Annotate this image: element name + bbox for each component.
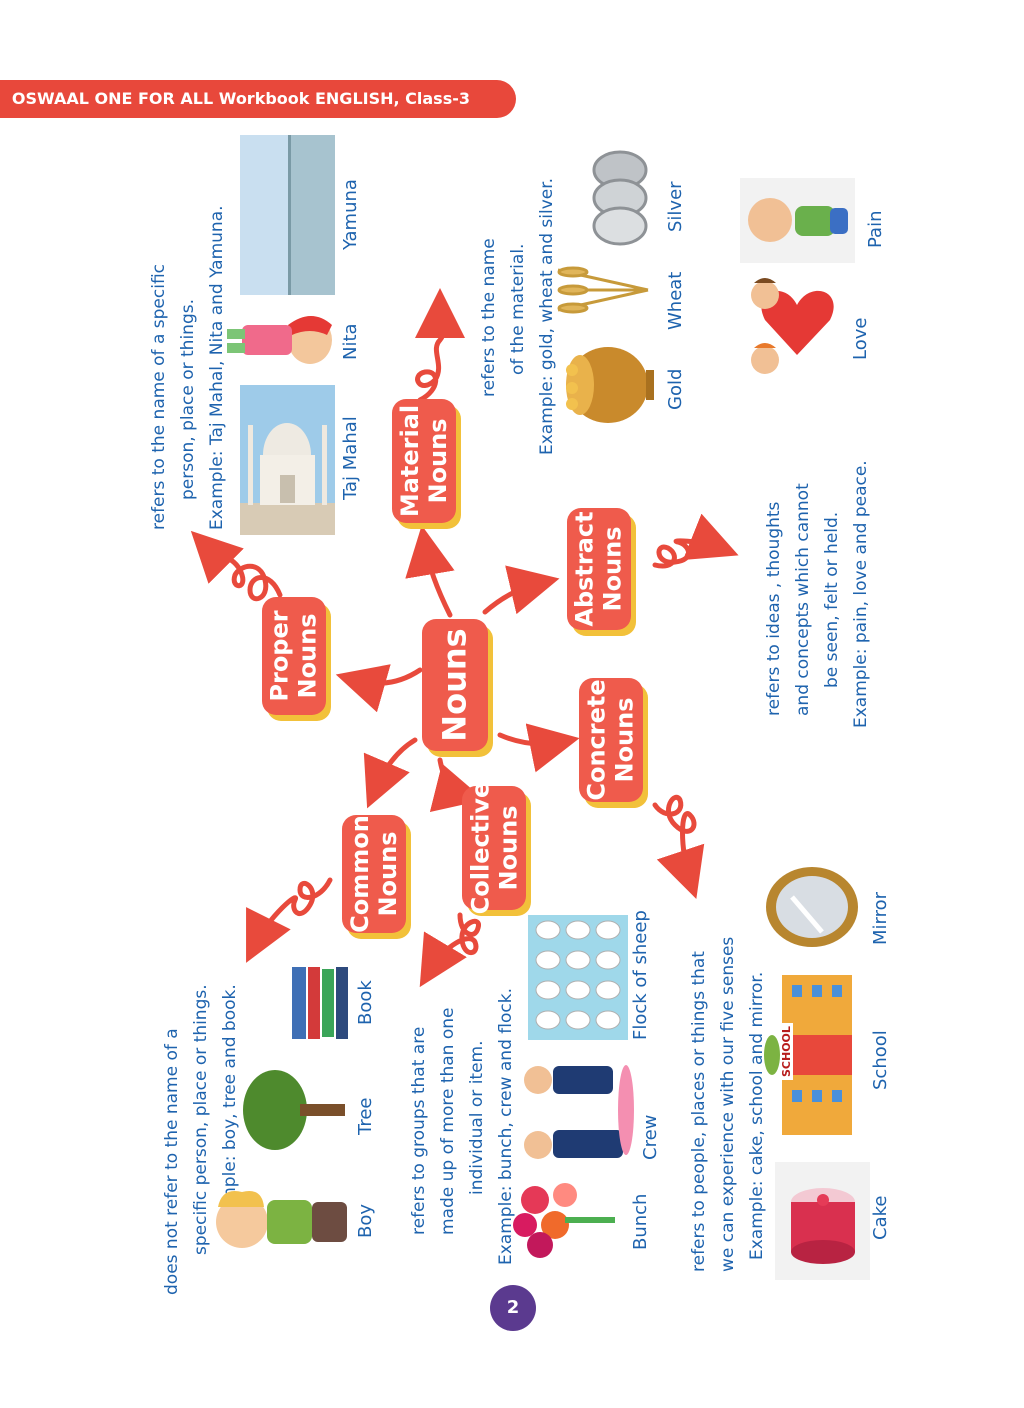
curl-collective xyxy=(419,912,481,988)
caption-silver: Silver xyxy=(665,181,686,232)
desc-proper: refers to the name of a specific person,… xyxy=(149,205,227,530)
cake-image xyxy=(775,1162,870,1280)
caption-taj-mahal: Taj Mahal xyxy=(340,416,361,500)
arrow-to-concrete xyxy=(497,723,580,773)
wheat-image xyxy=(557,266,649,314)
arrow-to-proper xyxy=(335,664,423,713)
node-common-nouns: Common Nouns xyxy=(342,815,406,933)
crew-image xyxy=(524,1065,634,1159)
caption-nita: Nita xyxy=(340,323,361,360)
caption-school: School xyxy=(870,1030,891,1090)
caption-crew: Crew xyxy=(640,1114,661,1160)
boy-image xyxy=(216,1191,347,1248)
arrow-to-abstract xyxy=(482,565,560,615)
love-image xyxy=(751,278,834,374)
desc-collective: refers to groups that are made up of mor… xyxy=(409,988,516,1265)
caption-love: Love xyxy=(850,317,871,360)
yamuna-image xyxy=(240,135,335,295)
caption-bunch: Bunch xyxy=(630,1193,651,1250)
curl-material xyxy=(415,288,466,403)
taj-mahal-image xyxy=(240,385,335,535)
header-banner: OSWAAL ONE FOR ALL Workbook ENGLISH, Cla… xyxy=(0,80,516,118)
caption-boy: Boy xyxy=(355,1203,376,1238)
caption-tree: Tree xyxy=(355,1097,376,1135)
caption-pain: Pain xyxy=(865,210,886,249)
arrow-to-common xyxy=(363,737,418,809)
curl-abstract xyxy=(652,513,739,569)
book-image xyxy=(292,967,348,1039)
header-title: OSWAAL ONE FOR ALL Workbook ENGLISH, Cla… xyxy=(11,89,470,108)
page-number: 2 xyxy=(490,1285,536,1331)
caption-cake: Cake xyxy=(870,1195,891,1240)
curl-concrete xyxy=(652,795,705,899)
bunch-image xyxy=(513,1183,615,1258)
node-nouns-center: Nouns xyxy=(422,619,488,751)
node-proper-nouns: Proper Nouns xyxy=(262,597,326,715)
node-collective-nouns: Collective Nouns xyxy=(462,782,526,914)
silver-coins-image xyxy=(592,150,648,246)
node-abstract-nouns: Abstract Nouns xyxy=(567,508,631,630)
caption-book: Book xyxy=(355,980,376,1025)
node-material-nouns: Material Nouns xyxy=(392,399,456,523)
desc-abstract: refers to ideas , thoughts and concepts … xyxy=(764,460,871,728)
node-concrete-nouns: Concrete Nouns xyxy=(579,678,643,802)
caption-yamuna: Yamuna xyxy=(340,179,361,250)
flock-of-sheep-image xyxy=(528,915,628,1040)
curl-common xyxy=(246,877,333,963)
pain-image xyxy=(740,178,855,263)
curl-proper xyxy=(190,530,283,602)
school-sign: SCHOOL xyxy=(780,1023,793,1080)
caption-wheat: Wheat xyxy=(665,271,686,330)
desc-concrete: refers to people, places or things that … xyxy=(689,936,767,1272)
school-image xyxy=(764,975,852,1135)
caption-gold: Gold xyxy=(665,368,686,410)
caption-mirror: Mirror xyxy=(870,891,891,945)
caption-flock-of-sheep: Flock of sheep xyxy=(630,910,651,1040)
arrow-to-collective xyxy=(429,757,485,812)
tree-image xyxy=(243,1070,345,1150)
arrow-to-material xyxy=(405,525,455,618)
gold-pot-image xyxy=(566,347,654,423)
nita-image xyxy=(227,316,332,364)
mirror-image xyxy=(766,867,858,947)
